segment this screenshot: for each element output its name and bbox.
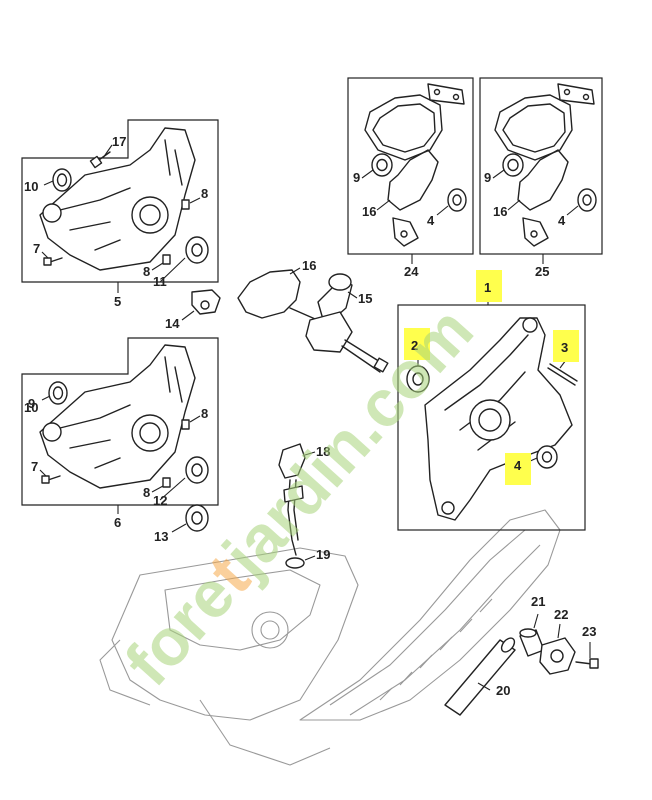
label-part-10-b: 10: [24, 400, 38, 415]
highlight-badges: [404, 270, 579, 485]
label-part-4-set24: 4: [427, 213, 435, 228]
label-part-18: 18: [316, 444, 330, 459]
label-part-8-a: 8: [201, 186, 208, 201]
tensioner-parts: [444, 613, 599, 716]
label-part-14: 14: [165, 316, 180, 331]
label-part-21: 21: [531, 594, 545, 609]
label-part-16-c: 16: [493, 204, 507, 219]
label-part-11: 11: [153, 274, 167, 289]
label-part-10-a: 10: [24, 179, 38, 194]
label-part-19: 19: [316, 547, 330, 562]
label-part-24: 24: [404, 264, 419, 279]
label-part-9-a: 9: [353, 170, 360, 185]
label-part-4: 4: [514, 458, 522, 473]
label-part-25: 25: [535, 264, 549, 279]
loose-parts: [181, 267, 389, 569]
highlight-part-2: [404, 328, 430, 360]
part-labels: 1 2 3 4 4 4 5 6 7 7 8 8 8 8 9 9 9 10 10 …: [24, 134, 596, 698]
label-part-9-c: 9: [28, 396, 35, 411]
label-part-7b: 7: [31, 459, 38, 474]
label-part-16-a: 16: [302, 258, 316, 273]
label-part-6: 6: [114, 515, 121, 530]
label-part-20: 20: [496, 683, 510, 698]
label-part-16-b: 16: [362, 204, 376, 219]
label-part-12: 12: [153, 493, 167, 508]
label-part-8-d: 8: [143, 485, 150, 500]
highlight-part-1: [476, 270, 502, 302]
label-part-15: 15: [358, 291, 372, 306]
label-part-22: 22: [554, 607, 568, 622]
label-part-5: 5: [114, 294, 121, 309]
label-part-4-set25: 4: [558, 213, 566, 228]
label-part-23: 23: [582, 624, 596, 639]
crankcase-half-6: [21, 337, 219, 514]
label-part-8-b: 8: [143, 264, 150, 279]
highlight-part-3: [553, 330, 579, 362]
label-part-8-c: 8: [201, 406, 208, 421]
label-part-9-b: 9: [484, 170, 491, 185]
label-part-17: 17: [112, 134, 126, 149]
label-part-2: 2: [411, 338, 418, 353]
label-part-1: 1: [484, 280, 491, 295]
label-part-3: 3: [561, 340, 568, 355]
label-part-13: 13: [154, 529, 168, 544]
gasket-set-24: [347, 77, 474, 264]
bearing-13: [171, 504, 209, 533]
label-part-7: 7: [33, 241, 40, 256]
highlight-part-4: [505, 453, 531, 485]
crankcase-half-5: [21, 119, 219, 293]
gasket-set-25: [479, 77, 603, 264]
